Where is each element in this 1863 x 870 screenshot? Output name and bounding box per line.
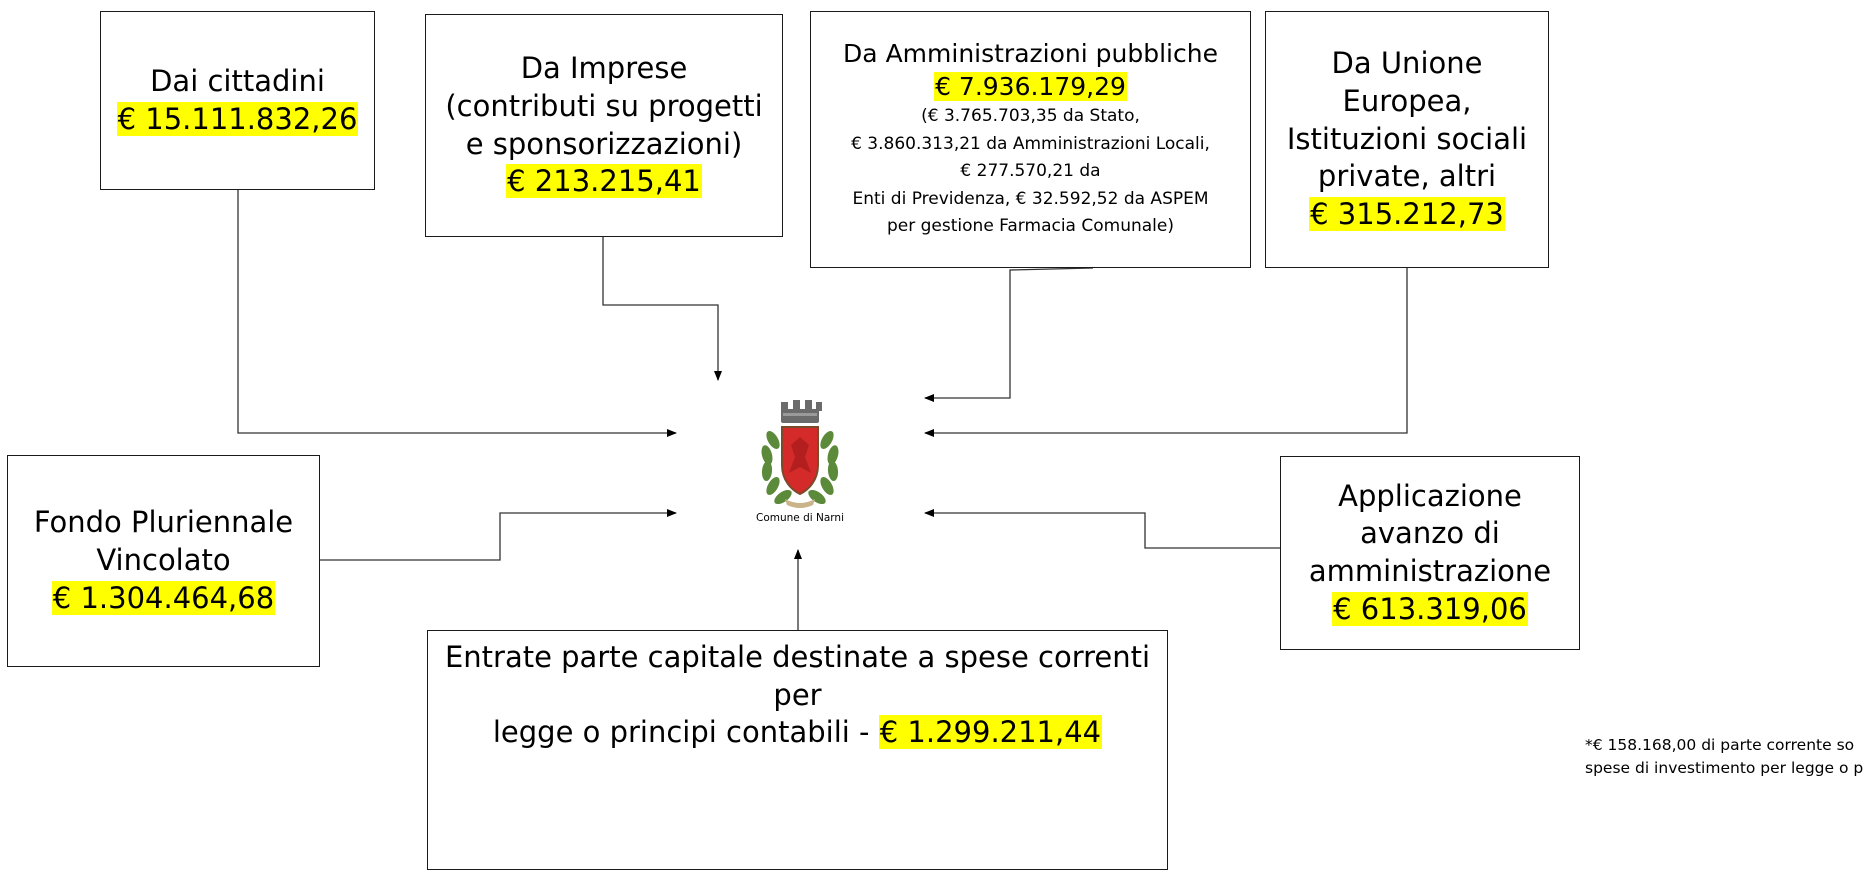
ue-label-4: private, altri [1317, 159, 1497, 194]
ue-label-3: Istituzioni sociali [1286, 121, 1528, 156]
arrow-amministrazioni [924, 267, 1094, 402]
imprese-label-2: (contributi su progetti [445, 88, 763, 123]
footnote-line-2: spese di investimento per legge o p [1585, 759, 1863, 778]
avanzo-label-2: avanzo di [1360, 516, 1500, 551]
capitale-label-2: legge o principi contabili - [492, 715, 879, 750]
amministrazioni-detail-1: (€ 3.765.703,35 da Stato, [921, 106, 1140, 127]
avanzo-label: Applicazione [1338, 478, 1522, 513]
ue-label: Da Unione [1331, 46, 1483, 81]
arrow-fondo [320, 509, 677, 561]
fondo-amount: € 1.304.464,68 [51, 580, 276, 615]
capitale-label: Entrate parte capitale destinate a spese… [444, 640, 1151, 712]
amministrazioni-label: Da Amministrazioni pubbliche [843, 39, 1218, 69]
imprese-label-3: e sponsorizzazioni) [465, 126, 743, 161]
comune-caption: Comune di Narni [755, 512, 844, 524]
box-avanzo: Applicazione avanzo di amministrazione €… [1280, 456, 1580, 650]
cittadini-amount: € 15.111.832,26 [116, 101, 359, 136]
ue-amount: € 315.212,73 [1309, 197, 1505, 232]
amministrazioni-detail-4: Enti di Previdenza, € 32.592,52 da ASPEM [852, 188, 1209, 209]
amministrazioni-detail-3: € 277.570,21 da [960, 161, 1101, 182]
capitale-amount: € 1.299.211,44 [878, 715, 1103, 750]
box-cittadini: Dai cittadini € 15.111.832,26 [100, 11, 375, 190]
cittadini-label: Dai cittadini [150, 63, 325, 98]
arrow-imprese [602, 237, 722, 381]
arrow-avanzo [924, 509, 1280, 549]
amministrazioni-detail-2: € 3.860.313,21 da Amministrazioni Locali… [851, 133, 1210, 154]
fondo-label-2: Vincolato [96, 543, 231, 578]
box-amministrazioni: Da Amministrazioni pubbliche € 7.936.179… [810, 11, 1251, 268]
avanzo-amount: € 613.319,06 [1332, 591, 1528, 626]
imprese-label: Da Imprese [520, 51, 688, 86]
box-capitale: Entrate parte capitale destinate a spese… [427, 630, 1168, 870]
fondo-label: Fondo Pluriennale [33, 505, 294, 540]
footnote: *€ 158.168,00 di parte corrente so spese… [1585, 734, 1863, 781]
imprese-amount: € 213.215,41 [506, 164, 702, 199]
arrow-ue [924, 268, 1408, 437]
box-ue: Da Unione Europea, Istituzioni sociali p… [1265, 11, 1549, 268]
amministrazioni-detail-5: per gestione Farmacia Comunale) [887, 216, 1174, 237]
box-fondo: Fondo Pluriennale Vincolato € 1.304.464,… [7, 455, 320, 667]
ue-label-2: Europea, [1342, 83, 1472, 118]
coat-of-arms-icon [761, 400, 839, 508]
arrow-cittadini [237, 190, 677, 437]
avanzo-label-3: amministrazione [1308, 554, 1552, 588]
footnote-line-1: *€ 158.168,00 di parte corrente so [1585, 736, 1855, 754]
amministrazioni-amount: € 7.936.179,29 [934, 71, 1127, 101]
box-imprese: Da Imprese (contributi su progetti e spo… [425, 14, 783, 237]
